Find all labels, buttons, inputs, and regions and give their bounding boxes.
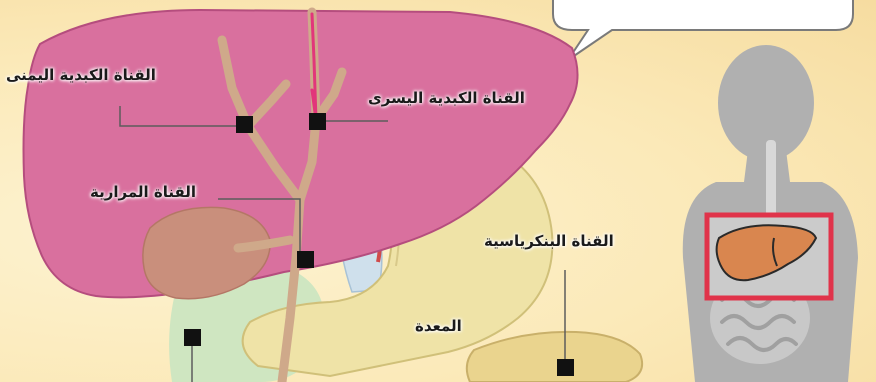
liver-inset-icon: [707, 215, 831, 298]
marker-cystic-duct: [297, 251, 314, 268]
marker-right-hepatic-duct: [236, 116, 253, 133]
label-stomach: المعدة: [415, 317, 462, 335]
label-left-hepatic-duct: القناة الكبدية اليسرى: [368, 89, 525, 107]
speech-bubble-icon: [553, 0, 853, 60]
label-right-hepatic-duct: القناة الكبدية اليمنى: [6, 66, 156, 84]
marker-duodenum: [184, 329, 201, 346]
label-cystic-duct: القناة المرارية: [90, 183, 196, 201]
marker-left-hepatic-duct: [309, 113, 326, 130]
marker-pancreatic-duct: [557, 359, 574, 376]
label-pancreatic-duct: القناة البنكرياسية: [484, 232, 614, 250]
pancreas-organ: [467, 332, 642, 382]
